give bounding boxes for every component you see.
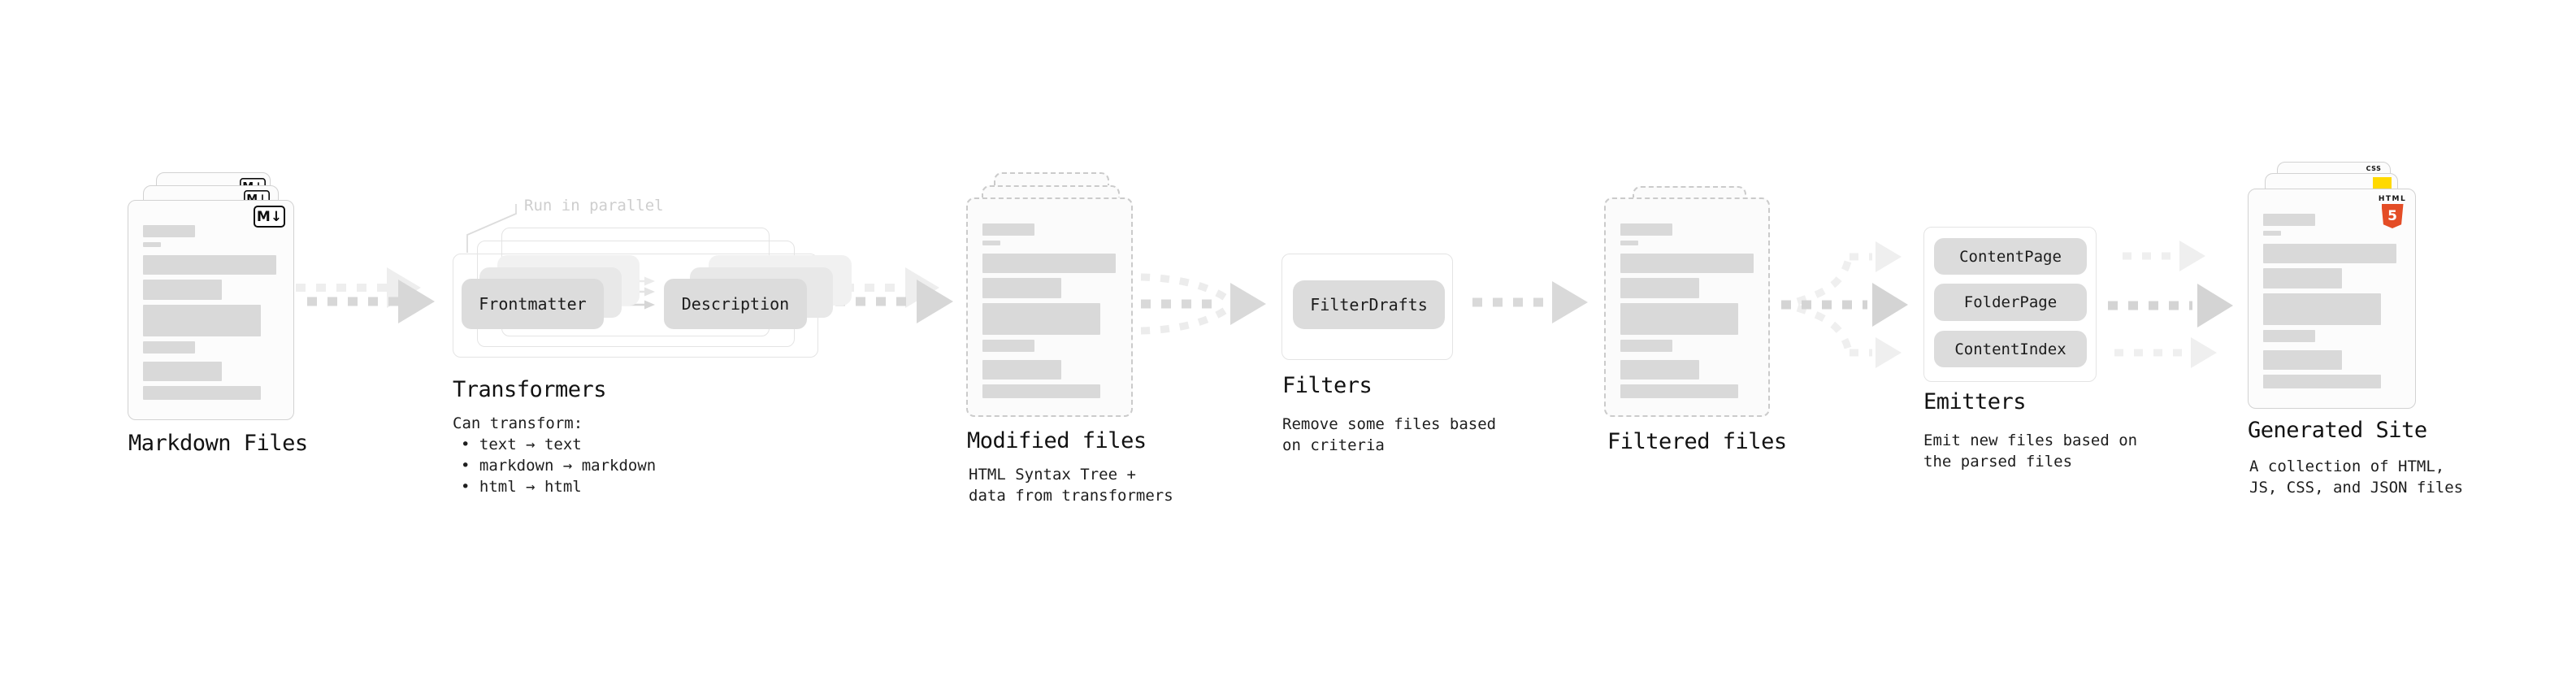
arrow-emitters-to-generated (2108, 241, 2233, 368)
stage-title-transformers: Transformers (453, 377, 607, 402)
transformers-desc-line: Can transform: (453, 414, 583, 432)
javascript-icon (2373, 177, 2392, 189)
transformers-desc-line: • text → text (461, 436, 582, 453)
html5-icon: HTML 5 (2379, 195, 2405, 228)
arrow-markdown-to-transformers (296, 267, 435, 323)
markdown-doc-front: M↓ (128, 200, 294, 420)
transformer-box-frontmatter: Frontmatter (462, 279, 604, 329)
markdown-icon: M↓ (254, 206, 285, 228)
stage-title-modified-files: Modified files (967, 428, 1147, 453)
arrow-filtered-to-emitters (1781, 241, 1908, 368)
transformer-box-description: Description (664, 279, 807, 329)
emitter-box-contentindex: ContentIndex (1934, 331, 2087, 367)
doc-content-bars (2263, 214, 2396, 388)
stage-title-emitters: Emitters (1923, 389, 2027, 414)
doc-content-bars (1620, 223, 1754, 398)
generated-site-subtitle: A collection of HTML, JS, CSS, and JSON … (2249, 458, 2464, 497)
transformers-desc-line: • markdown → markdown (461, 457, 657, 475)
run-in-parallel-leader-line (466, 204, 517, 253)
run-in-parallel-label: Run in parallel (524, 197, 664, 215)
filtered-doc-front (1604, 197, 1770, 417)
stage-title-filtered-files: Filtered files (1607, 429, 1787, 454)
emitter-box-contentpage: ContentPage (1934, 238, 2087, 275)
emitters-subtitle: Emit new files based on the parsed files (1923, 432, 2138, 471)
doc-content-bars (982, 223, 1116, 398)
transformers-desc-line: • html → html (461, 478, 582, 496)
emitters-frame (1923, 227, 2097, 382)
stage-title-markdown-files: Markdown Files (128, 431, 308, 456)
filters-frame (1281, 254, 1453, 360)
stage-title-generated-site: Generated Site (2248, 418, 2427, 443)
emitter-box-folderpage: FolderPage (1934, 284, 2087, 321)
stage-title-filters: Filters (1282, 373, 1373, 398)
filters-subtitle: Remove some files based on criteria (1282, 415, 1497, 454)
modified-doc-front (966, 197, 1133, 417)
filter-box-filterdrafts: FilterDrafts (1293, 280, 1445, 329)
arrow-filters-to-filtered (1472, 281, 1588, 323)
generated-doc-html: HTML 5 (2248, 189, 2416, 409)
doc-content-bars (143, 225, 276, 400)
arrow-transformers-to-modified (824, 267, 953, 323)
arrow-modified-to-filters (1140, 273, 1266, 335)
modified-files-subtitle: HTML Syntax Tree + data from transformer… (969, 466, 1173, 505)
